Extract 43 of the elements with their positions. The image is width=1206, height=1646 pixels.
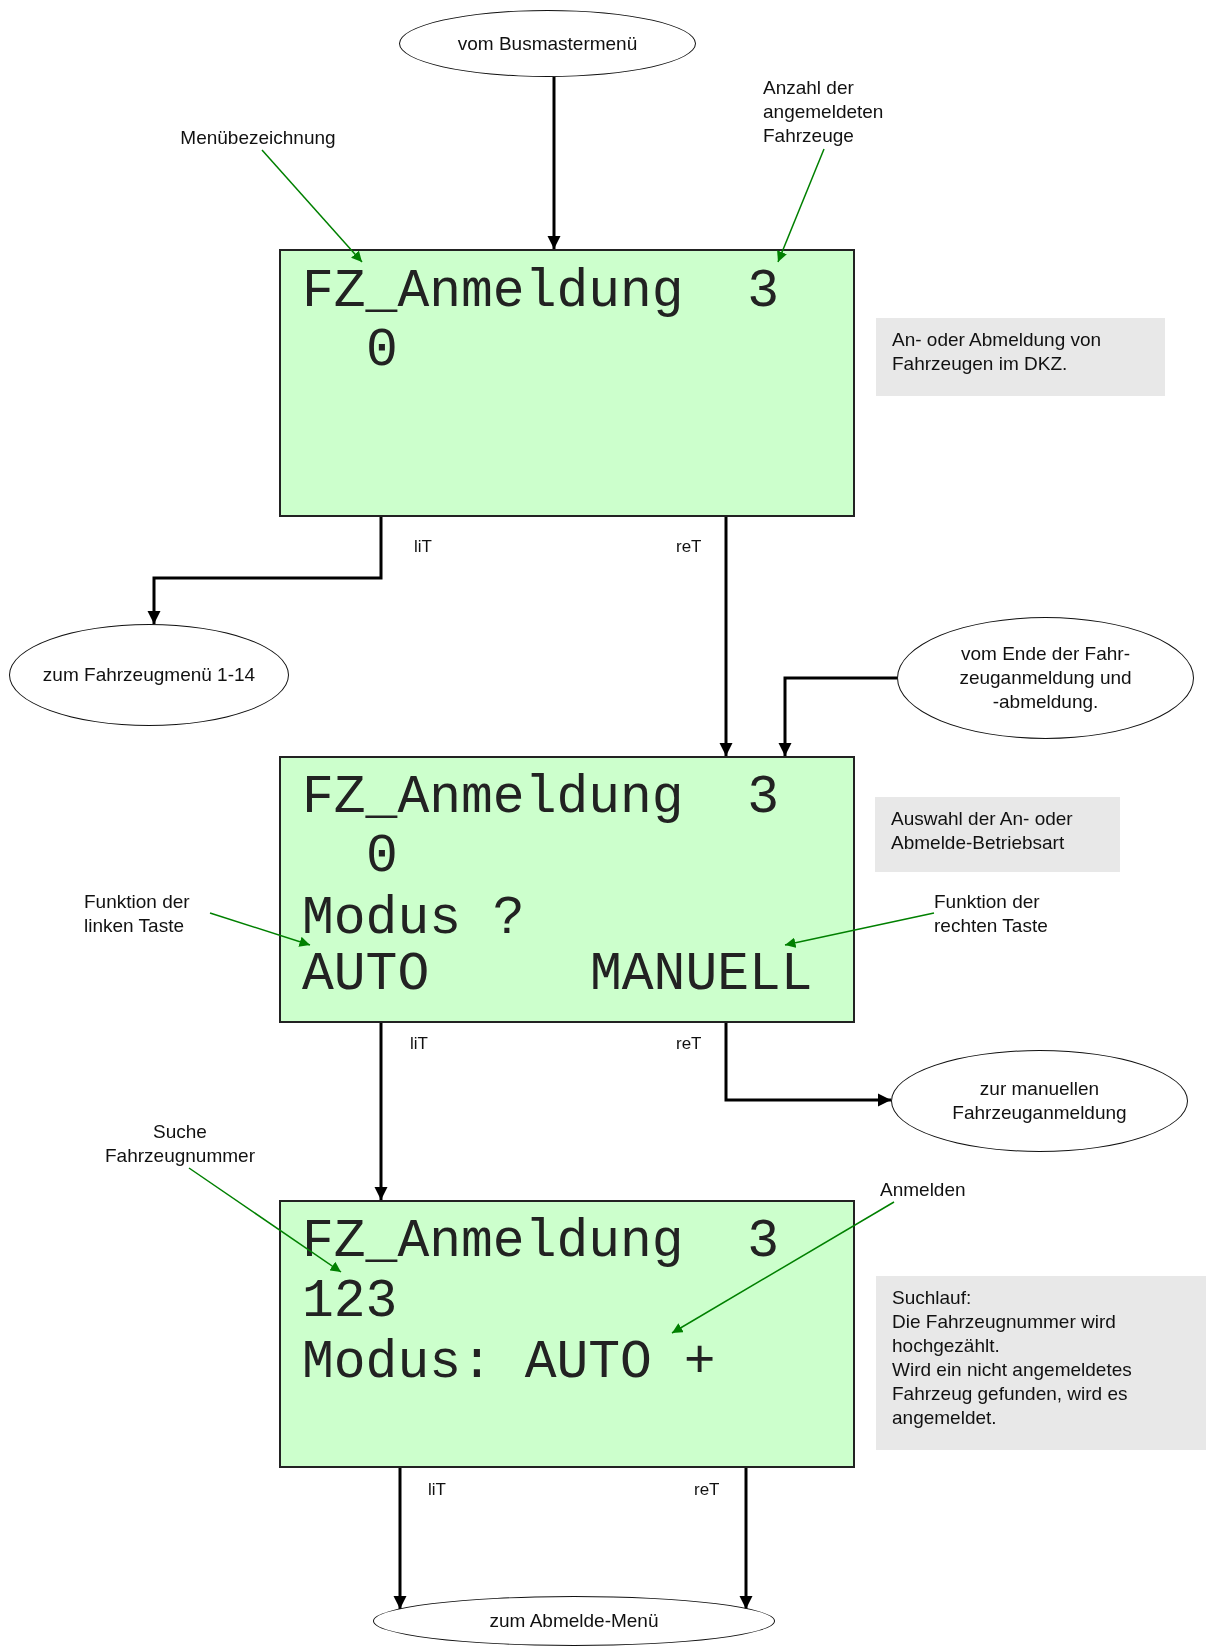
arrow bbox=[724, 1023, 891, 1107]
display-text: AUTO bbox=[302, 947, 430, 1003]
display-text: MANUELL bbox=[590, 947, 813, 1003]
lcd-display bbox=[279, 1200, 855, 1468]
lcd-display bbox=[279, 756, 855, 1023]
node-text: Suchlauf: bbox=[892, 1286, 973, 1310]
arrow bbox=[547, 77, 561, 249]
display-text: 123 bbox=[302, 1274, 398, 1330]
annotation-text: Funktion der linken Taste bbox=[84, 890, 210, 938]
node-text: Wird ein nicht angemeldetes Fahrzeug gefunden, wird es angemeldet. bbox=[892, 1358, 1133, 1430]
node-text: vom Ende der Fahr- zeuganmeldung und -abmeldung. bbox=[958, 642, 1133, 714]
lcd-display bbox=[279, 249, 855, 517]
annotation-text: Anzahl der angemeldeten Fahrzeuge bbox=[763, 76, 913, 148]
display-text: FZ_Anmeldung 3 bbox=[302, 264, 780, 320]
arrow bbox=[147, 517, 383, 624]
leader-line bbox=[209, 912, 311, 947]
display-text: 0 bbox=[366, 323, 398, 379]
display-text: FZ_Anmeldung 3 bbox=[302, 1214, 780, 1270]
leader-line bbox=[777, 148, 825, 263]
annotation-text: Suche Fahrzeugnummer bbox=[90, 1120, 270, 1168]
display-text: 0 bbox=[366, 829, 398, 885]
annotation-text: Anmelden bbox=[880, 1178, 980, 1202]
node-text: vom Busmastermenü bbox=[457, 31, 638, 56]
node-text: zum Abmelde-Menü bbox=[489, 1609, 659, 1633]
leader-line bbox=[784, 912, 935, 948]
arrow bbox=[393, 1468, 407, 1609]
display-text: Modus ? bbox=[302, 891, 525, 947]
arrow bbox=[719, 517, 733, 756]
node-text: zur manuellen Fahrzeuganmeldung bbox=[951, 1077, 1128, 1125]
arrow bbox=[374, 1023, 388, 1200]
arrow bbox=[778, 676, 897, 756]
leader-line bbox=[671, 1201, 895, 1334]
display-text: FZ_Anmeldung 3 bbox=[302, 770, 780, 826]
leader-line bbox=[188, 1167, 342, 1273]
display-text: Modus: AUTO + bbox=[302, 1335, 716, 1391]
node-text: Die Fahrzeugnummer wird hochgezählt. bbox=[892, 1310, 1117, 1358]
arrow bbox=[739, 1468, 753, 1609]
node-text: zum Fahrzeugmenü 1-14 bbox=[42, 663, 256, 687]
annotation-text: Funktion der rechten Taste bbox=[934, 890, 1074, 938]
leader-line bbox=[261, 149, 363, 263]
node-text: An- oder Abmeldung von Fahrzeugen im DKZ. bbox=[892, 328, 1103, 376]
node-text: Auswahl der An- oder Abmelde-Betriebsart bbox=[891, 807, 1074, 855]
annotation-text: Menübezeichnung bbox=[168, 126, 348, 150]
